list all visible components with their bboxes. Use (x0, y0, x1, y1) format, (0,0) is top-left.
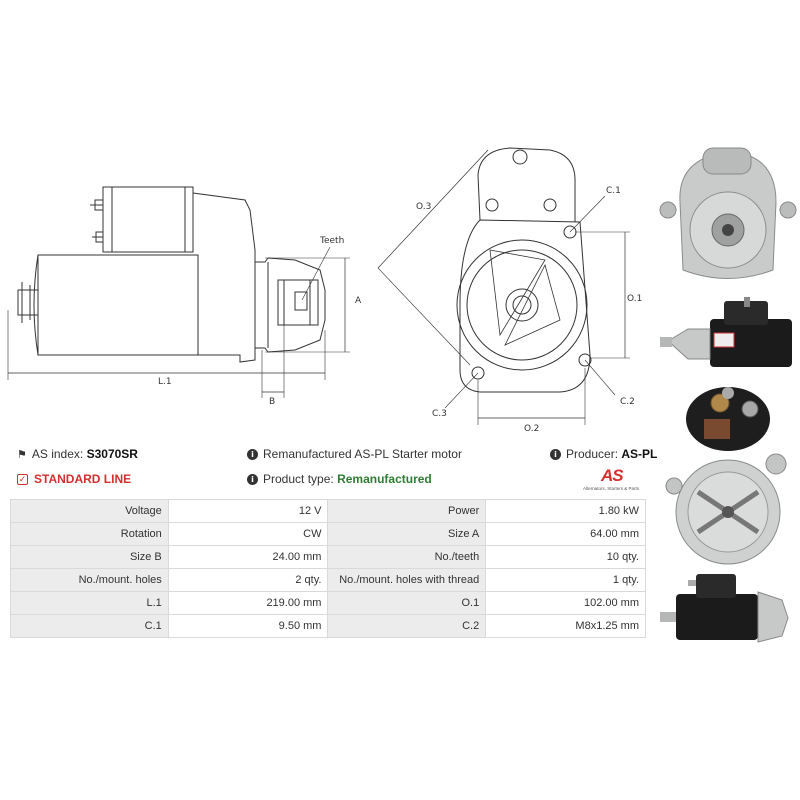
spec-value: 219.00 mm (167, 591, 329, 615)
spec-label: No./mount. holes with thread (327, 568, 487, 592)
photo-terminals-view (658, 383, 798, 453)
tag-icon: ⚑ (17, 448, 27, 461)
spec-label: C.2 (327, 614, 487, 638)
spec-label: Voltage (10, 499, 169, 523)
spec-value: 12 V (167, 499, 329, 523)
as-index-label: AS index: (31, 447, 84, 461)
spec-value: 10 qty. (485, 545, 646, 569)
teeth-label: Teeth (320, 236, 345, 246)
dimension-c3-label: C.3 (432, 409, 447, 419)
spec-value: 64.00 mm (485, 522, 646, 546)
photo-front-view (658, 142, 798, 290)
info-icon: i (247, 448, 258, 460)
dimension-c2-label: C.2 (620, 397, 635, 407)
standard-line-row: ✓ STANDARD LINE (17, 472, 131, 486)
spec-label: Size B (10, 545, 169, 569)
spec-label: Rotation (10, 522, 169, 546)
checkbox-icon: ✓ (17, 473, 28, 485)
standard-line-label: STANDARD LINE (34, 472, 132, 486)
starter-drawing-svg (7, 147, 630, 425)
spec-value: 1 qty. (485, 568, 646, 592)
dimension-a-label: A (355, 296, 362, 306)
spec-label: No./teeth (327, 545, 487, 569)
info-icon: i (550, 448, 561, 460)
spec-value: CW (167, 522, 329, 546)
dimension-o1-label: O.1 (627, 294, 643, 304)
spec-label: Power (327, 499, 487, 523)
technical-drawing: Teeth A B L.1 O.3 C.1 O.1 C.3 C.2 O.2 (0, 130, 660, 440)
producer-row: i Producer: AS-PL (550, 447, 657, 461)
spec-value: 102.00 mm (485, 591, 646, 615)
dimension-o2-label: O.2 (524, 424, 540, 434)
product-description: Remanufactured AS-PL Starter motor (263, 447, 462, 461)
spec-label: O.1 (327, 591, 487, 615)
info-icon: i (247, 473, 258, 485)
logo-tagline: Alternators, Starters & Parts (583, 486, 640, 491)
as-pl-logo: AS Alternators, Starters & Parts (583, 466, 653, 496)
product-type-label: Product type: (263, 472, 334, 486)
photo-side-view (658, 293, 798, 377)
logo-mark: AS (601, 466, 624, 485)
spec-value: 2 qty. (167, 568, 329, 592)
dimension-o3-label: O.3 (416, 202, 432, 212)
as-index-value: S3070SR (86, 447, 138, 461)
product-type-row: i Product type: Remanufactured (247, 472, 432, 486)
photo-side-view-2 (658, 570, 798, 650)
photo-rear-view (658, 450, 798, 570)
producer-value: AS-PL (621, 447, 658, 461)
spec-label: No./mount. holes (10, 568, 169, 592)
spec-value: 1.80 kW (485, 499, 646, 523)
dimension-l1-label: L.1 (158, 377, 172, 387)
description-row: i Remanufactured AS-PL Starter motor (247, 447, 462, 461)
spec-value: 9.50 mm (167, 614, 329, 638)
spec-label: Size A (327, 522, 487, 546)
spec-value: 24.00 mm (167, 545, 329, 569)
as-index-row: ⚑ AS index: S3070SR (17, 447, 138, 461)
dimension-b-label: B (269, 397, 276, 407)
spec-label: C.1 (10, 614, 169, 638)
producer-label: Producer: (566, 447, 619, 461)
product-type-value: Remanufactured (337, 472, 432, 486)
dimension-c1-label: C.1 (606, 186, 621, 196)
spec-label: L.1 (10, 591, 169, 615)
spec-value: M8x1.25 mm (485, 614, 646, 638)
